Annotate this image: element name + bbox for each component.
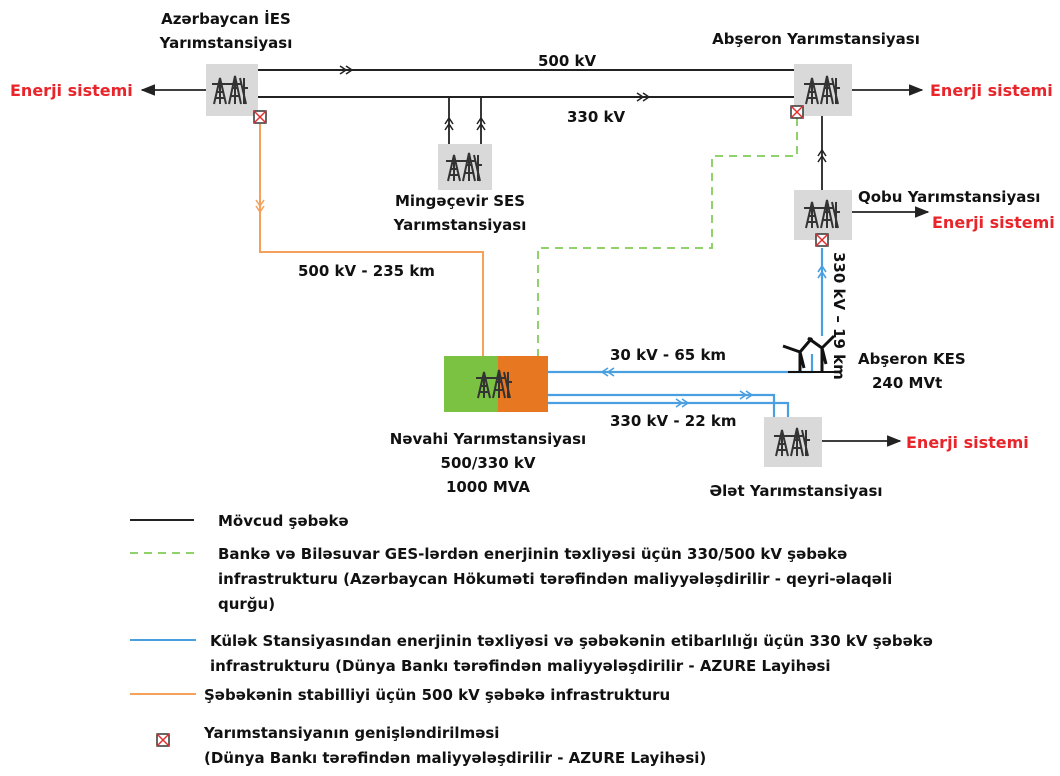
legend-green-1: Bankə və Biləsuvar GES-lərdən enerjinin … — [218, 545, 847, 563]
energy-system-elet: Enerji sistemi — [906, 433, 1029, 452]
legend-expansion-2: (Dünya Bankı tərəfindən maliyyələşdirili… — [204, 749, 706, 767]
line-500kv-label: 500 kV — [538, 52, 597, 70]
arrow-icon — [600, 367, 615, 377]
nevahi-label-3: 1000 MVA — [446, 478, 530, 496]
mingecevir-label-1: Mingəçevir SES — [395, 192, 525, 210]
legend-blue-2: infrastrukturu (Dünya Bankı tərəfindən m… — [210, 657, 831, 675]
elet-box — [764, 417, 822, 467]
azerbaycan-ies-label-1: Azərbaycan İES — [161, 9, 291, 28]
nevahi-label-2: 500/330 kV — [441, 454, 536, 472]
legend-orange: Şəbəkənin stabilliyi üçün 500 kV şəbəkə … — [204, 686, 670, 704]
blue-330kv-label: 330 kV - 22 km — [610, 412, 737, 430]
arrow-icon — [817, 148, 827, 163]
legend-green-3: qurğu) — [218, 595, 275, 613]
legend-blue-1: Külək Stansiyasından enerjinin təxliyəsi… — [210, 632, 933, 650]
nevahi-label-1: Nəvahi Yarımstansiyası — [390, 430, 586, 448]
arrow-icon — [476, 116, 486, 131]
wind-turbine-icon — [782, 334, 836, 373]
arrow-icon — [255, 199, 265, 214]
azerbaycan-ies-box — [206, 64, 267, 124]
abseron-kes-label-1: Abşeron KES — [858, 350, 966, 368]
energy-system-left: Enerji sistemi — [10, 81, 133, 100]
mingecevir-box — [438, 144, 492, 190]
legend-green-2: infrastrukturu (Azərbaycan Hökuməti tərə… — [218, 570, 892, 588]
abseron-box — [790, 64, 852, 119]
blue-19km-label: 330 kV – 19 km — [830, 252, 848, 380]
energy-system-qobu: Enerji sistemi — [932, 213, 1055, 232]
line-330kv-label: 330 kV — [567, 108, 626, 126]
abseron-label: Abşeron Yarımstansiyası — [712, 30, 920, 48]
abseron-kes-label-2: 240 MVt — [872, 374, 942, 392]
nevahi-box — [444, 356, 548, 412]
blue-30kv-label: 30 kV - 65 km — [610, 346, 726, 364]
expansion-square-icon — [253, 110, 267, 124]
qobu-label: Qobu Yarımstansiyası — [858, 188, 1040, 206]
arrow-icon — [739, 390, 754, 400]
blue-330kv-line-a — [548, 393, 776, 417]
orange-500kv-line — [259, 124, 484, 356]
expansion-square-icon — [156, 733, 170, 747]
qobu-box — [794, 190, 852, 247]
mingecevir-label-2: Yarımstansiyası — [393, 216, 527, 234]
azerbaycan-ies-label-2: Yarımstansiyası — [159, 34, 293, 52]
green-dashed-line — [537, 118, 798, 356]
legend-expansion-1: Yarımstansiyanın genişləndirilməsi — [203, 724, 499, 742]
arrow-icon — [817, 264, 827, 279]
blue-330kv-line-b — [548, 401, 790, 417]
orange-line-label: 500 kV - 235 km — [298, 262, 435, 280]
legend-existing: Mövcud şəbəkə — [218, 512, 349, 530]
elet-label: Ələt Yarımstansiyası — [709, 482, 882, 500]
expansion-square-icon — [790, 105, 804, 119]
arrow-icon — [444, 116, 454, 131]
arrow-icon — [339, 65, 354, 75]
energy-system-abseron: Enerji sistemi — [930, 81, 1053, 100]
arrow-icon — [636, 92, 651, 102]
arrow-icon — [675, 398, 690, 408]
expansion-square-icon — [815, 233, 829, 247]
